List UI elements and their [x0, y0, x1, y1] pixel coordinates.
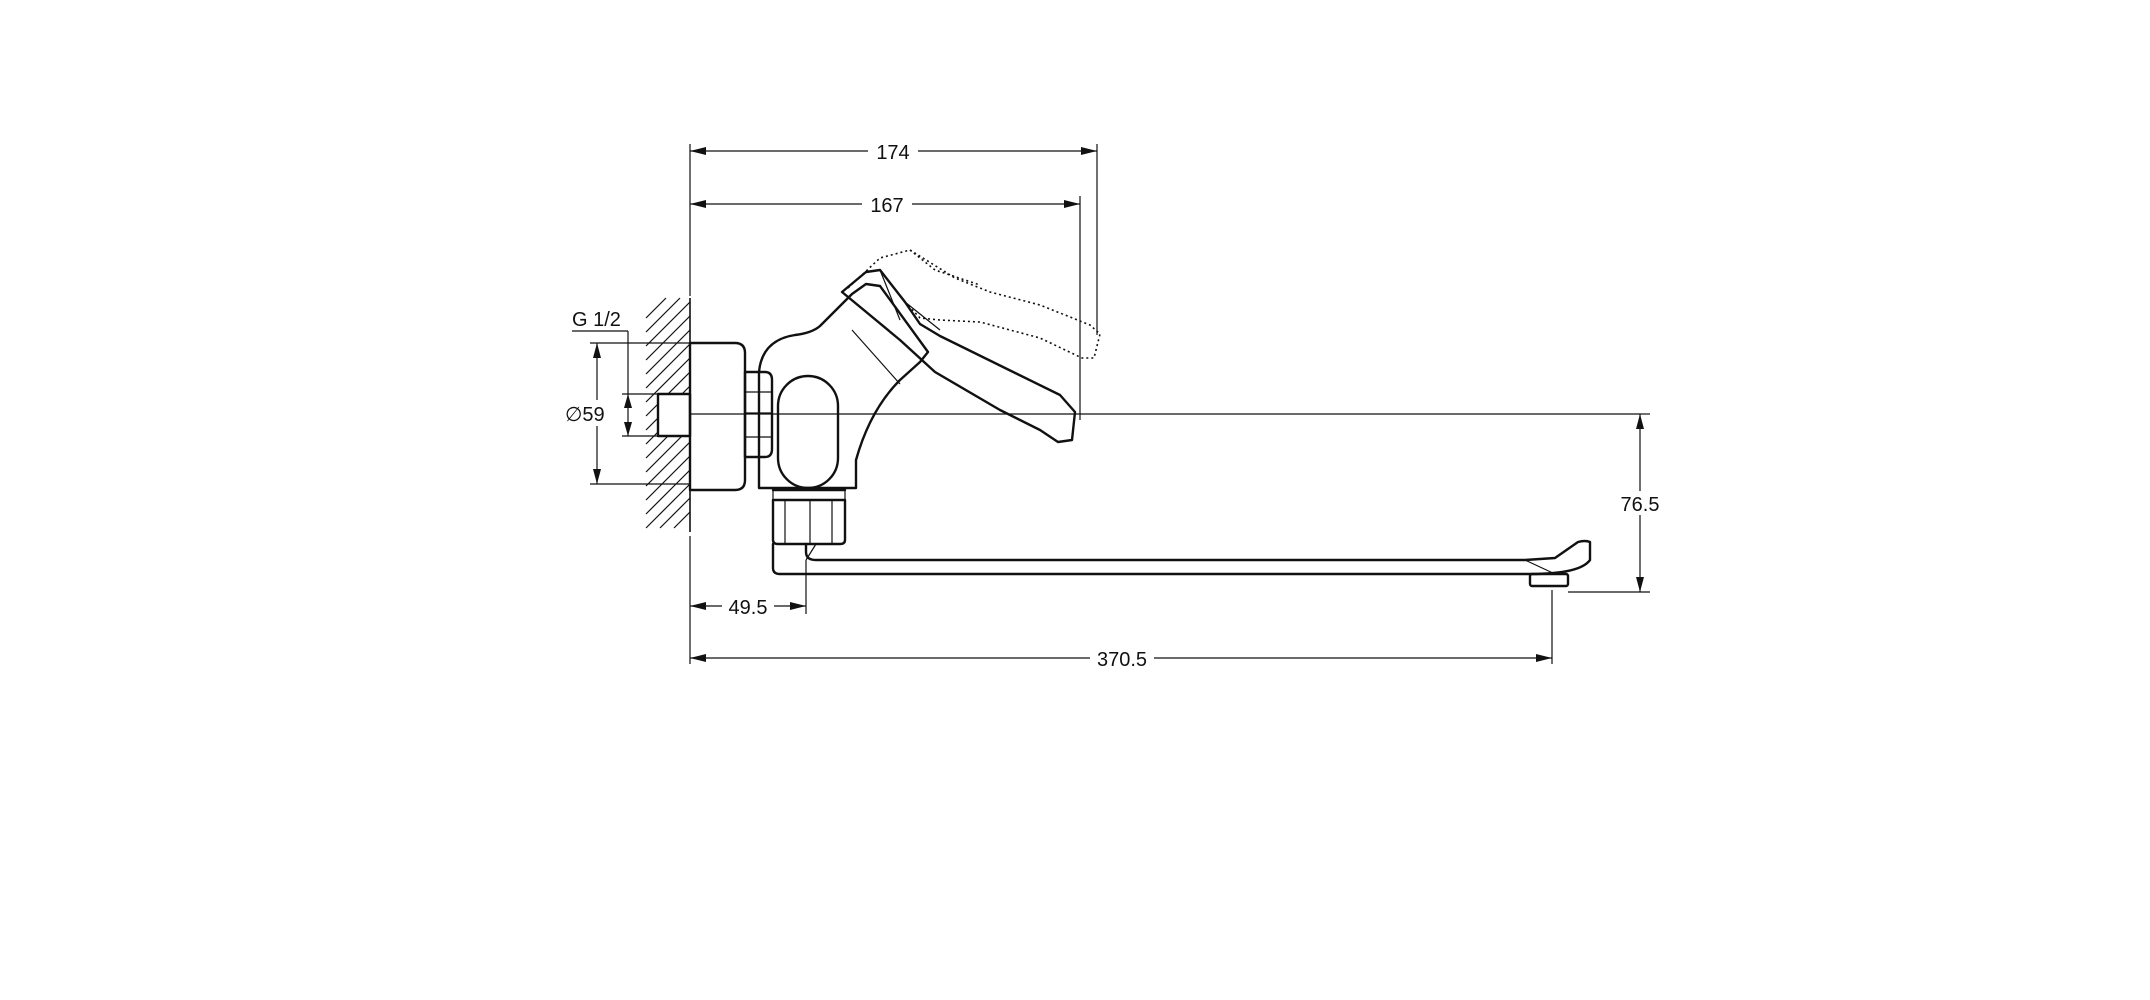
dimension-167: 167 [690, 191, 1081, 420]
dimension-49-5: 49.5 [689, 536, 807, 664]
spout-reach-label: 370.5 [1097, 649, 1147, 671]
thread-callout: G 1/2 [572, 309, 690, 437]
dimension-370-5: 370.5 [690, 590, 1553, 671]
spout [771, 539, 1592, 588]
spout-swivel-nut [771, 488, 847, 546]
lever-handle-raised-outline [847, 249, 1101, 359]
wall-flange [688, 341, 747, 492]
lever-handle [840, 268, 1077, 444]
dimension-diameter-59: ∅59 [564, 342, 690, 485]
body-offset-label: 49.5 [729, 597, 768, 619]
diameter-label: ∅59 [565, 404, 605, 426]
dimension-167-label: 167 [870, 195, 903, 217]
thread-label: G 1/2 [572, 309, 621, 331]
mixer-body [757, 282, 930, 490]
dimension-174-label: 174 [876, 142, 909, 164]
dimension-174: 174 [689, 138, 1098, 335]
spout-drop-label: 76.5 [1621, 494, 1660, 516]
dimension-76-5: 76.5 [1568, 413, 1666, 593]
wall [645, 297, 692, 532]
